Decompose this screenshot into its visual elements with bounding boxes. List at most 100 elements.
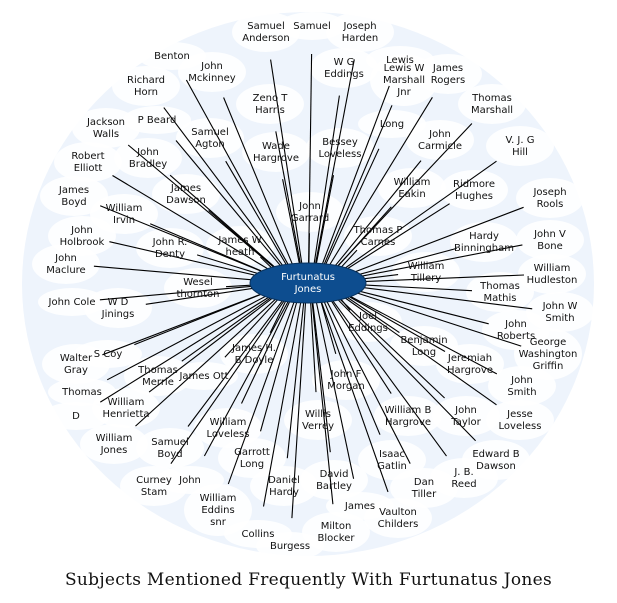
node-label: S Coy bbox=[94, 349, 123, 360]
node-label-line: Vaulton bbox=[379, 507, 417, 518]
node-halo bbox=[364, 498, 432, 538]
edge bbox=[318, 85, 390, 273]
node-halo bbox=[440, 170, 508, 210]
edge bbox=[326, 292, 447, 457]
node-label-line: James H. bbox=[231, 343, 276, 354]
node-label-line: William bbox=[394, 177, 431, 188]
node-label-line: Daniel bbox=[268, 475, 300, 486]
node-label-line: Dan bbox=[414, 477, 434, 488]
edge bbox=[327, 160, 422, 275]
node-label: Collins bbox=[242, 529, 275, 540]
edge bbox=[329, 206, 392, 276]
node-halo bbox=[136, 428, 204, 468]
node-label-line: Henrietta bbox=[102, 409, 149, 420]
node-label-line: V. J. G bbox=[506, 135, 535, 146]
edge bbox=[320, 293, 381, 435]
node-label-line: Joseph bbox=[532, 187, 566, 198]
node-label: Burgess bbox=[270, 541, 310, 552]
edge bbox=[262, 294, 303, 507]
node-label-line: J. B. bbox=[453, 467, 473, 478]
node-label-line: Anderson bbox=[242, 33, 289, 44]
edge bbox=[330, 290, 445, 399]
node-label-line: John Cole bbox=[48, 297, 96, 308]
edge bbox=[241, 293, 294, 404]
node-label-line: Harris bbox=[255, 105, 285, 116]
node-label-line: William bbox=[106, 203, 143, 214]
edge bbox=[325, 292, 392, 394]
edge bbox=[169, 174, 285, 277]
edge bbox=[259, 294, 300, 432]
node-label-line: Hudleston bbox=[527, 275, 578, 286]
node-label-line: James bbox=[344, 501, 375, 512]
node-label-line: Garrott bbox=[234, 447, 270, 458]
edge bbox=[270, 59, 304, 272]
node-label: John Cole bbox=[48, 297, 96, 308]
node-label-line: John bbox=[298, 201, 321, 212]
node-label-line: Thomas bbox=[479, 281, 520, 292]
node-label-line: Bartley bbox=[316, 481, 352, 492]
node-label-line: Mathis bbox=[483, 293, 516, 304]
edge bbox=[203, 293, 294, 457]
node-label-line: Roberts bbox=[497, 331, 535, 342]
node-halo bbox=[432, 396, 500, 436]
node-label: John bbox=[178, 475, 201, 486]
node-label-line: S Coy bbox=[94, 349, 123, 360]
edge bbox=[286, 294, 306, 459]
node-label-line: Joel bbox=[358, 311, 377, 322]
edge bbox=[93, 265, 279, 283]
node-label-line: Bradley bbox=[129, 159, 167, 170]
edge bbox=[99, 283, 279, 301]
node-label-line: Joseph bbox=[342, 21, 376, 32]
node-label-line: W D bbox=[108, 297, 129, 308]
node-label-line: Jinings bbox=[101, 309, 135, 320]
node-label-line: James bbox=[170, 183, 201, 194]
node-halo bbox=[358, 440, 426, 480]
node-label-line: Samuel bbox=[151, 437, 189, 448]
node-label-line: Collins bbox=[242, 529, 275, 540]
node-label-line: Hughes bbox=[455, 191, 493, 202]
hub-label-line: Jones bbox=[294, 284, 322, 295]
node-label-line: Jackson bbox=[86, 117, 125, 128]
diagram-title: Subjects Mentioned Frequently With Furtu… bbox=[64, 570, 553, 590]
edge bbox=[311, 294, 331, 453]
node-halo bbox=[114, 138, 182, 178]
node-halo bbox=[392, 252, 460, 292]
node-label-line: John bbox=[504, 319, 527, 330]
node-label-line: Isaac bbox=[379, 449, 405, 460]
edge bbox=[187, 291, 290, 427]
node-label-line: Marshall bbox=[471, 105, 513, 116]
node-label-line: Mckinney bbox=[188, 73, 236, 84]
node-halo bbox=[378, 168, 446, 208]
node-label-line: Hargrove bbox=[385, 417, 431, 428]
node-label-line: Ridmore bbox=[453, 179, 495, 190]
node-label-line: Merrle bbox=[142, 377, 174, 388]
node-halo bbox=[72, 108, 140, 148]
node-label-line: Milton bbox=[321, 521, 352, 532]
node-halo bbox=[406, 120, 474, 160]
edge bbox=[337, 244, 523, 282]
